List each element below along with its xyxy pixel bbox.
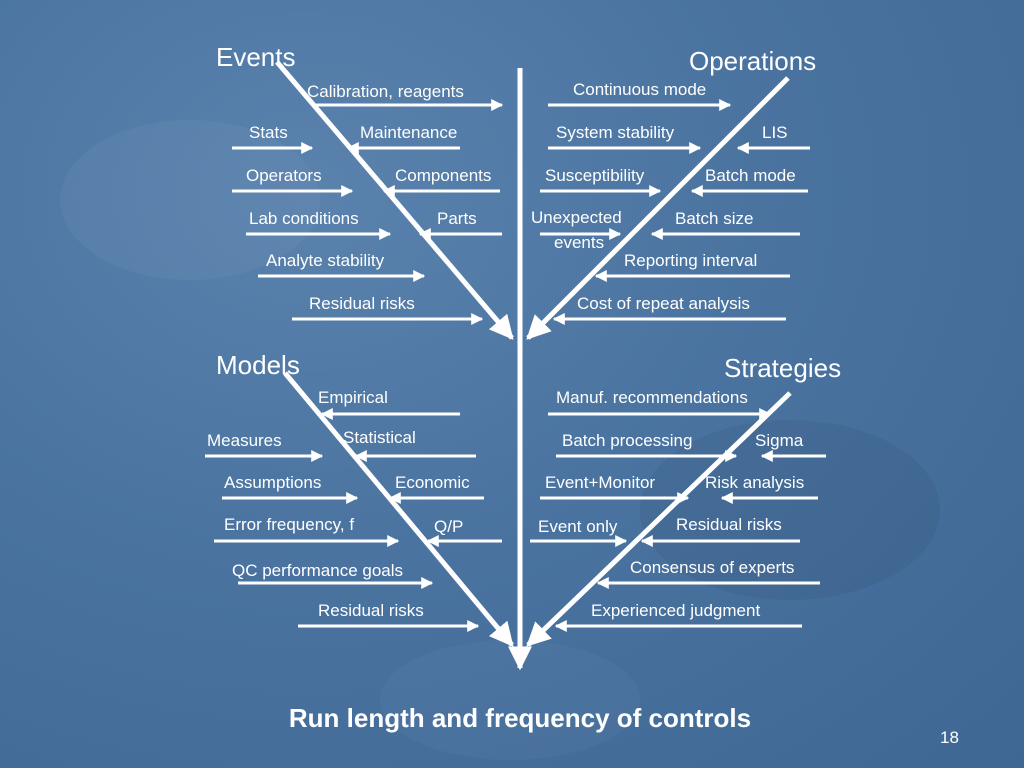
events-diagonal bbox=[275, 60, 514, 340]
heading-events: Events bbox=[216, 42, 296, 72]
label-models-residual-risks: Residual risks bbox=[318, 601, 424, 620]
label-events-residual-risks: Residual risks bbox=[309, 294, 415, 313]
label-consensus-of-experts: Consensus of experts bbox=[630, 558, 795, 577]
label-assumptions: Assumptions bbox=[224, 473, 322, 492]
label-risk-analysis: Risk analysis bbox=[705, 473, 805, 492]
label-events-word: events bbox=[554, 233, 605, 252]
label-experienced-judgment: Experienced judgment bbox=[591, 601, 761, 620]
label-batch-size: Batch size bbox=[675, 209, 754, 228]
label-lab-conditions: Lab conditions bbox=[249, 209, 359, 228]
heading-operations: Operations bbox=[689, 46, 817, 76]
label-maintenance: Maintenance bbox=[360, 123, 458, 142]
label-continuous-mode: Continuous mode bbox=[573, 80, 707, 99]
label-statistical: Statistical bbox=[343, 428, 416, 447]
label-analyte-stability: Analyte stability bbox=[266, 251, 385, 270]
label-reporting-interval: Reporting interval bbox=[624, 251, 758, 270]
page-number: 18 bbox=[940, 728, 959, 747]
label-empirical: Empirical bbox=[318, 388, 388, 407]
label-lis: LIS bbox=[762, 123, 788, 142]
label-measures: Measures bbox=[207, 431, 282, 450]
operations-diagonal bbox=[526, 76, 790, 340]
label-error-frequency: Error frequency, f bbox=[224, 515, 355, 534]
label-parts: Parts bbox=[437, 209, 477, 228]
heading-models: Models bbox=[216, 350, 300, 380]
label-batch-processing: Batch processing bbox=[562, 431, 693, 450]
label-calibration-reagents: Calibration, reagents bbox=[307, 82, 464, 101]
label-unexpected: Unexpected bbox=[531, 208, 622, 227]
label-system-stability: System stability bbox=[556, 123, 675, 142]
label-manuf-recommendations: Manuf. recommendations bbox=[556, 388, 748, 407]
label-event-monitor: Event+Monitor bbox=[545, 473, 656, 492]
heading-strategies: Strategies bbox=[724, 353, 842, 383]
strategies-diagonal bbox=[526, 391, 792, 647]
label-batch-mode: Batch mode bbox=[705, 166, 796, 185]
label-operators: Operators bbox=[246, 166, 322, 185]
label-qp: Q/P bbox=[434, 517, 464, 536]
slide-title: Run length and frequency of controls bbox=[288, 703, 752, 733]
label-sigma: Sigma bbox=[755, 431, 804, 450]
label-susceptibility: Susceptibility bbox=[545, 166, 645, 185]
label-economic: Economic bbox=[395, 473, 470, 492]
label-components: Components bbox=[395, 166, 492, 185]
label-event-only: Event only bbox=[538, 517, 618, 536]
label-qc-performance-goals: QC performance goals bbox=[232, 561, 404, 580]
label-cost-repeat-analysis: Cost of repeat analysis bbox=[577, 294, 750, 313]
label-strategies-residual-risks: Residual risks bbox=[676, 515, 782, 534]
label-stats: Stats bbox=[249, 123, 288, 142]
